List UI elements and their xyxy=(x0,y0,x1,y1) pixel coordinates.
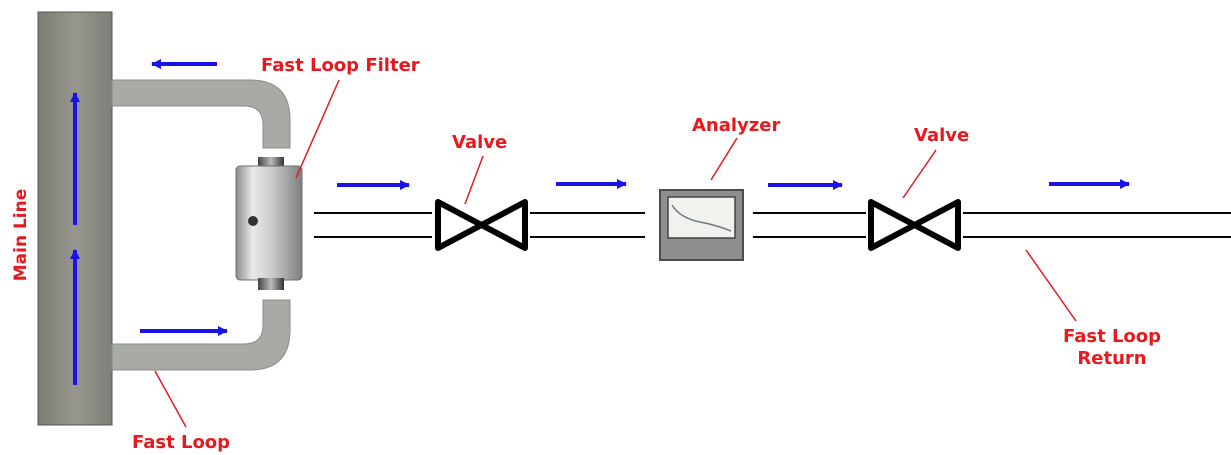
lower-loop-pipe xyxy=(111,299,291,371)
label-fast-loop-return-2: Return xyxy=(1077,348,1146,369)
label-fast-loop: Fast Loop xyxy=(132,432,230,453)
label-fast-loop-return-1: Fast Loop xyxy=(1063,326,1161,347)
sample-line xyxy=(314,212,1231,238)
upper-loop-pipe xyxy=(111,79,291,149)
leader-fast-loop-return xyxy=(1025,249,1077,322)
label-main-line: Main Line xyxy=(11,189,31,282)
leader-valve-1 xyxy=(464,155,484,205)
flow-arrows xyxy=(70,59,1130,385)
label-analyzer: Analyzer xyxy=(692,115,780,136)
leader-fast-loop xyxy=(154,370,187,428)
leader-fast-loop-filter xyxy=(295,79,340,179)
valve-1-symbol xyxy=(435,199,528,251)
leader-analyzer xyxy=(710,137,738,181)
leader-valve-2 xyxy=(902,149,937,199)
fast-loop-filter xyxy=(235,157,303,290)
label-fast-loop-filter: Fast Loop Filter xyxy=(261,55,420,76)
analyzer-device xyxy=(659,189,744,261)
label-valve-2: Valve xyxy=(914,125,969,146)
leader-lines xyxy=(154,79,1077,428)
valve-2-symbol xyxy=(868,199,961,251)
label-valve-1: Valve xyxy=(452,132,507,153)
